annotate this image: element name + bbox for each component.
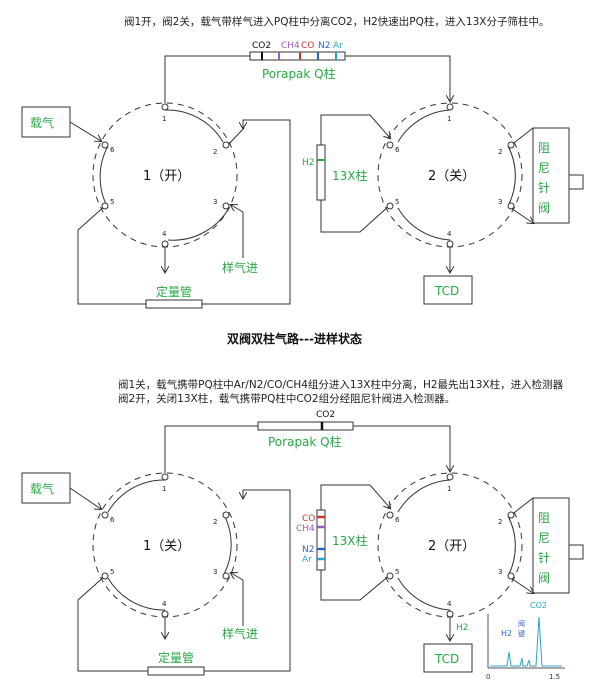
- bottom-diagram: [21, 421, 584, 676]
- bottom-v1-port-6: 6: [110, 516, 115, 524]
- bottom-pq-label: Porapak Q柱: [268, 434, 342, 449]
- top-v2-port-3: 3: [498, 198, 502, 206]
- top-h2-band: H2: [302, 158, 315, 168]
- bottom-band-n2: N2: [302, 545, 314, 555]
- bottom-v2-port-4: 4: [447, 600, 452, 608]
- bottom-pq-co2: CO2: [316, 410, 335, 420]
- bottom-carrier-label: 载气: [30, 481, 54, 496]
- top-valve1-label: 1（开）: [143, 169, 190, 184]
- bottom-valve2-label: 2（开）: [428, 539, 475, 554]
- bottom-needle-2: 尼: [538, 531, 550, 545]
- top-loop: [145, 299, 203, 309]
- bottom-port-marks: [101, 473, 515, 618]
- top-pq-n2: N2: [318, 41, 330, 51]
- bottom-v2-port-5: 5: [395, 568, 399, 576]
- top-v1-port-5: 5: [110, 198, 114, 206]
- bottom-13x-column: [316, 509, 326, 571]
- top-pq-label: Porapak Q柱: [262, 66, 336, 81]
- top-pq-ch4: CH4: [281, 41, 300, 51]
- top-needle-2: 尼: [538, 161, 550, 175]
- bottom-sample-in: 样气进: [222, 626, 258, 641]
- chroma-peak-key: 键: [518, 629, 525, 638]
- bottom-band-co: CO: [302, 514, 315, 524]
- bottom-band-ch4: CH4: [296, 524, 315, 534]
- top-pq-co2: CO2: [252, 41, 271, 51]
- top-pq-ar: Ar: [333, 41, 343, 51]
- bottom-loop-label: 定量管: [158, 650, 194, 665]
- top-v1-port-3: 3: [213, 198, 217, 206]
- bottom-needle-1: 阻: [538, 511, 550, 525]
- bottom-needle-3: 针: [538, 550, 550, 565]
- chroma-peak-co2: CO2: [530, 601, 547, 610]
- top-port-marks: [101, 103, 515, 248]
- bottom-tcd-in-label: H2: [456, 623, 469, 633]
- chroma-tick-1: 1.5: [549, 673, 560, 681]
- bottom-chromatogram: [487, 614, 565, 669]
- top-v2-port-6: 6: [395, 146, 400, 154]
- bottom-v1-port-5: 5: [110, 568, 114, 576]
- chroma-peak-valve: 阀: [518, 619, 525, 628]
- top-v1-port-6: 6: [110, 146, 115, 154]
- top-needle-1: 阻: [538, 141, 550, 155]
- bottom-v2-port-2: 2: [498, 518, 502, 526]
- bottom-v1-port-1: 1: [162, 485, 166, 493]
- top-v2-port-5: 5: [395, 198, 399, 206]
- bottom-v1-port-3: 3: [213, 568, 217, 576]
- bottom-caption-line1: 阀1关，载气携带PQ柱中Ar/N2/CO/CH4组分进入13X柱中分离，H2最先…: [118, 379, 564, 391]
- bottom-loop: [147, 666, 205, 676]
- top-carrier-label: 载气: [30, 115, 54, 130]
- top-caption: 阀1开，阀2关，载气带样气进入PQ柱中分离CO2，H2快速出PQ柱，进入13X分…: [124, 16, 550, 28]
- top-diagram: [21, 51, 584, 309]
- top-13x-label: 13X柱: [332, 168, 368, 183]
- top-valve2-label: 2（关）: [428, 169, 475, 184]
- top-needle-4: 阀: [538, 201, 550, 215]
- bottom-tcd-box: [423, 643, 473, 673]
- top-loop-label: 定量管: [156, 284, 192, 299]
- top-v1-port-2: 2: [213, 148, 217, 156]
- top-tcd-label: TCD: [434, 284, 459, 298]
- bottom-v1-port-2: 2: [213, 518, 217, 526]
- top-needle-3: 针: [538, 180, 550, 195]
- bottom-13x-label: 13X柱: [332, 533, 368, 548]
- bottom-v2-port-1: 1: [447, 485, 451, 493]
- top-pq-co: CO: [301, 41, 314, 51]
- bottom-v1-port-4: 4: [162, 600, 167, 608]
- bottom-tcd-label: TCD: [434, 652, 459, 666]
- bottom-band-ar: Ar: [302, 555, 312, 565]
- top-v1-port-1: 1: [162, 115, 166, 123]
- top-pq-column: [249, 51, 346, 61]
- bottom-v2-port-6: 6: [395, 516, 400, 524]
- bottom-pq-column: [257, 421, 354, 431]
- top-v1-port-4: 4: [162, 230, 167, 238]
- top-v2-port-4: 4: [447, 230, 452, 238]
- chroma-peak-h2: H2: [501, 629, 512, 638]
- top-13x-column: [316, 144, 326, 201]
- bottom-v2-port-3: 3: [498, 568, 502, 576]
- chroma-tick-0: 0: [486, 673, 490, 681]
- middle-title: 双阀双柱气路---进样状态: [227, 332, 362, 346]
- bottom-caption-line2: 阀2开，关闭13X柱，载气携带PQ柱中CO2组分经阻尼针阀进入检测器。: [118, 393, 456, 405]
- top-sample-in: 样气进: [222, 260, 258, 275]
- top-v2-port-2: 2: [498, 148, 502, 156]
- top-tcd-box: [423, 275, 473, 305]
- top-v2-port-1: 1: [447, 115, 451, 123]
- bottom-valve1-label: 1（关）: [143, 539, 190, 554]
- bottom-needle-4: 阀: [538, 571, 550, 585]
